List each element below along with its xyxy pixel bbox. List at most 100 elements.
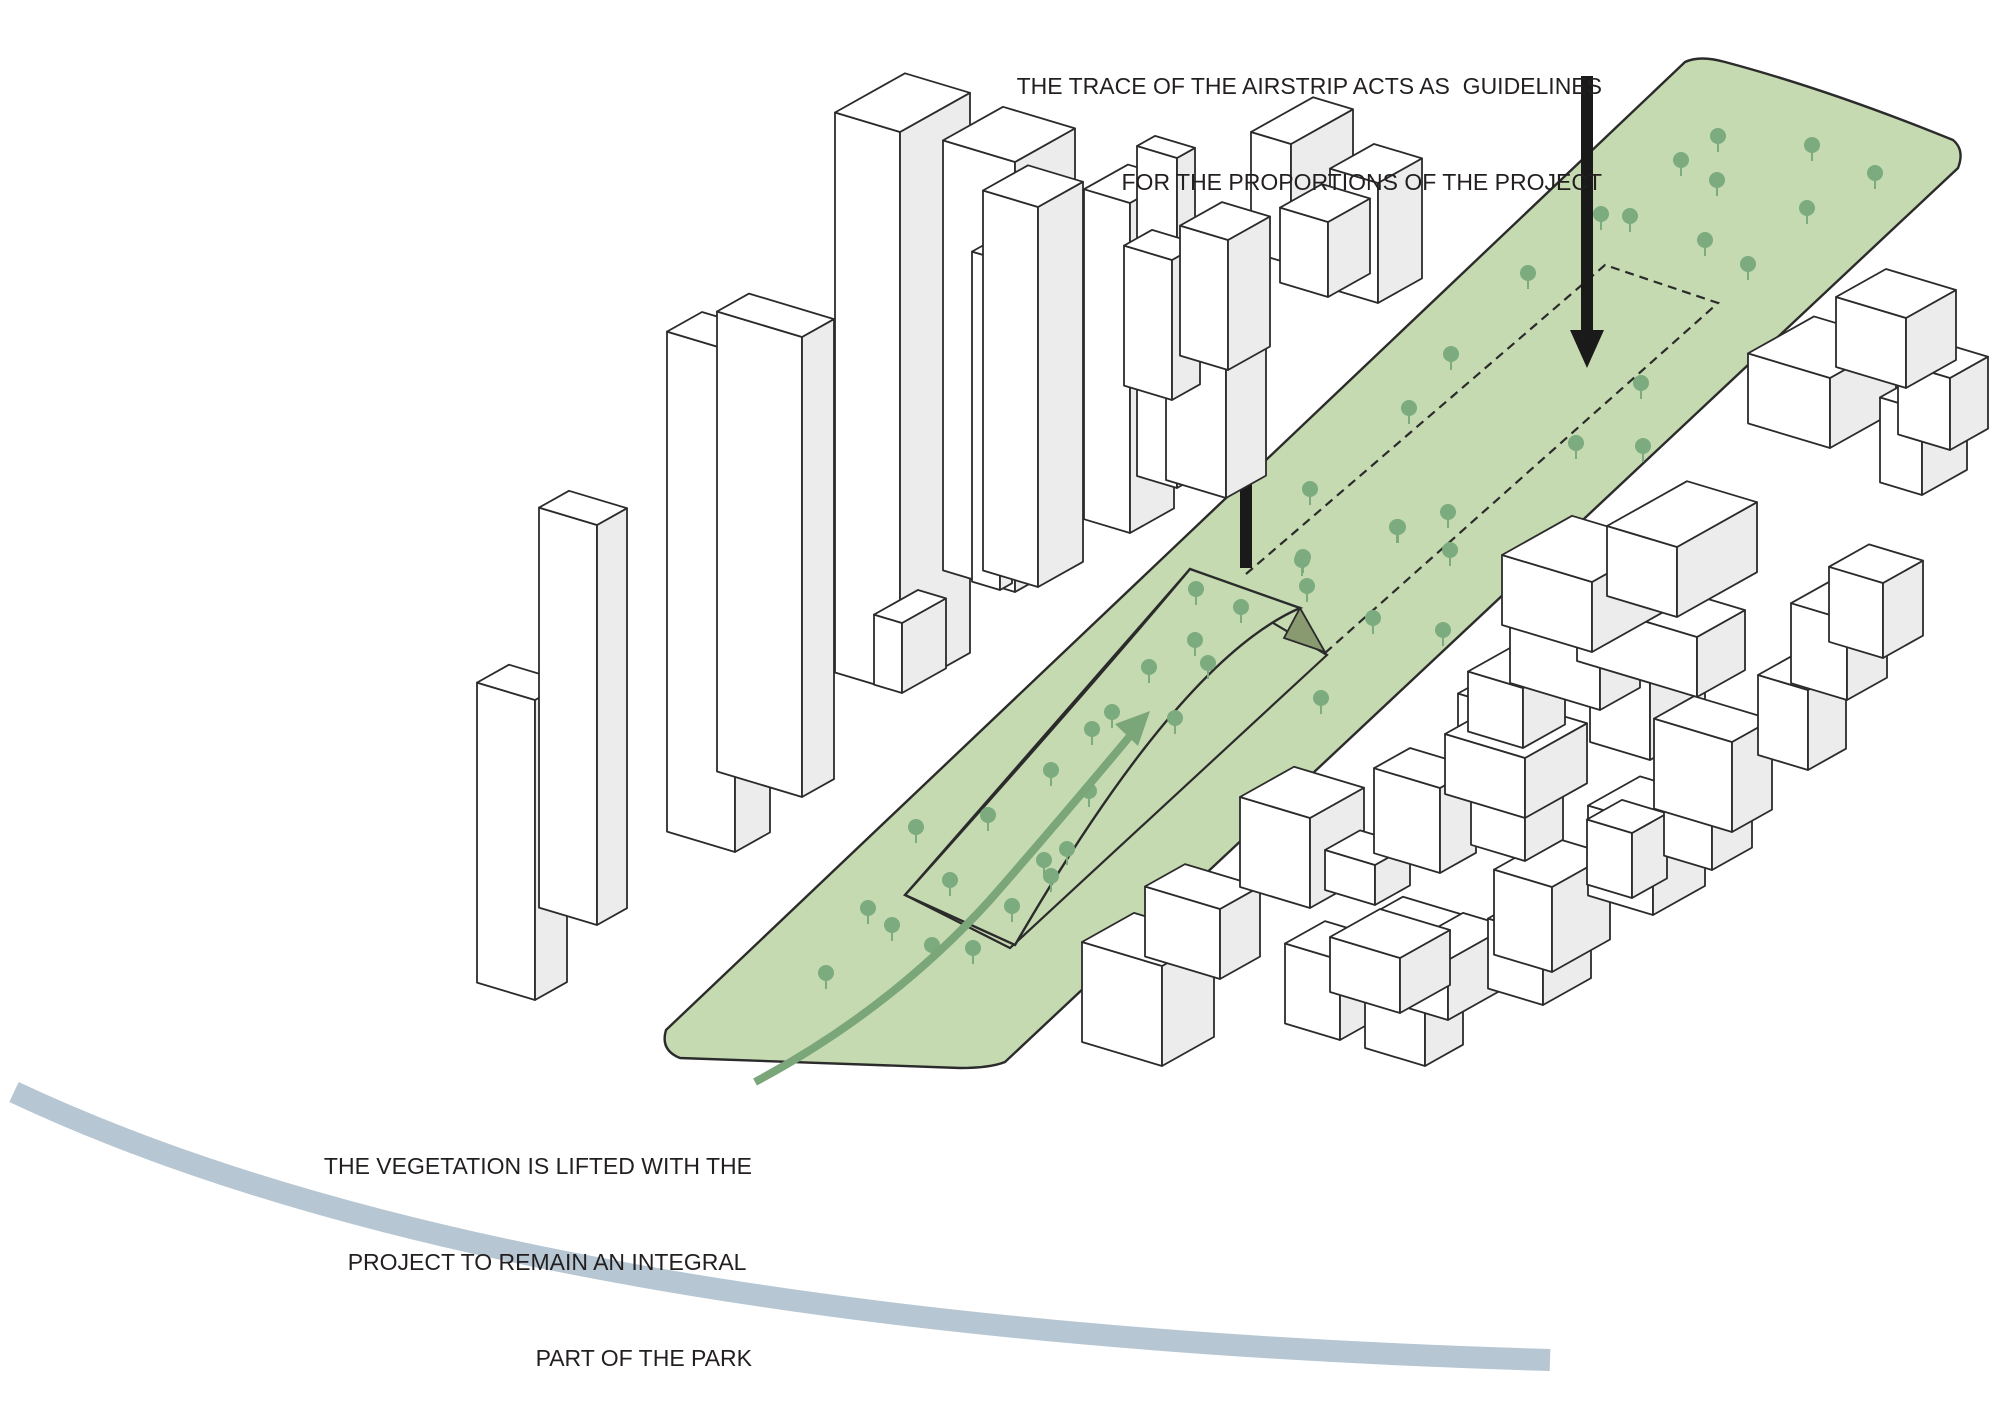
tree-icon [1867, 165, 1883, 189]
tree-icon [1313, 690, 1329, 714]
tree-icon [1568, 435, 1584, 459]
tree-icon [1390, 519, 1406, 543]
tree-icon [1059, 841, 1075, 865]
tree-icon [1200, 655, 1216, 679]
tree-icon [965, 940, 981, 964]
vegetation-annotation-line-2: PROJECT TO REMAIN AN INTEGRAL [347, 1249, 752, 1275]
tree-icon [942, 872, 958, 896]
building-block [1179, 201, 1271, 371]
buildings [476, 72, 1989, 1067]
lift-arrow-head [1115, 711, 1150, 746]
airstrip-annotation: THE TRACE OF THE AIRSTRIP ACTS AS GUIDEL… [1000, 6, 1602, 230]
building-face-left [873, 613, 903, 694]
building-roof [1279, 183, 1371, 223]
building-roof [1250, 96, 1354, 145]
building-block [1279, 183, 1371, 298]
building-block [1329, 908, 1451, 1014]
tree-icon [1520, 265, 1536, 289]
tree-icon [1740, 256, 1756, 280]
tree-icon [1673, 152, 1689, 176]
building-block [1586, 799, 1668, 899]
tree-icon [818, 965, 834, 989]
arrow-down-icon-shaft [1581, 76, 1593, 332]
building-roof [1329, 908, 1451, 959]
tree-icon [1697, 232, 1713, 256]
tree-icon [1633, 375, 1649, 399]
tree-icon [1233, 599, 1249, 623]
tree-icon [1709, 172, 1725, 196]
building-roof [834, 72, 971, 133]
tree-icon [1440, 504, 1456, 528]
building-roof [1835, 268, 1957, 319]
building-face-right [596, 507, 628, 926]
tree-icon [1104, 704, 1120, 728]
vegetation-annotation: THE VEGETATION IS LIFTED WITH THE PROJEC… [300, 1086, 752, 1406]
tree-icon [908, 819, 924, 843]
tree-icon [1365, 610, 1381, 634]
lifted-fold-shadow [1282, 606, 1327, 654]
tree-icon [1593, 206, 1609, 230]
tree-icon [980, 807, 996, 831]
tree-icon [1401, 400, 1417, 424]
building-face-left [1757, 674, 1809, 771]
tree-icon [1043, 762, 1059, 786]
building-face-right [801, 318, 835, 798]
tree-icon [1435, 622, 1451, 646]
tree-icon [1443, 346, 1459, 370]
project-trace-dashed [1245, 263, 1721, 654]
building-face-right [1037, 180, 1084, 588]
building-block [1493, 836, 1611, 973]
building-roof [873, 589, 947, 624]
vegetation-annotation-line-1: THE VEGETATION IS LIFTED WITH THE [323, 1153, 752, 1179]
tree-icon [1188, 581, 1204, 605]
tree-icon [1710, 128, 1726, 152]
building-block [1835, 268, 1957, 389]
trees [818, 128, 1883, 989]
building-block [716, 292, 835, 798]
building-roof [1179, 201, 1271, 241]
arrow-down-icon [1570, 330, 1604, 368]
building-roof [942, 105, 1076, 163]
tree-icon [1622, 208, 1638, 232]
tree-icon [1295, 549, 1311, 573]
tree-icon [1299, 578, 1315, 602]
tree-icon [1187, 632, 1203, 656]
building-block [538, 489, 628, 926]
building-face-left [476, 681, 536, 1001]
building-block [982, 164, 1084, 588]
tree-icon [1635, 438, 1651, 462]
tree-icon [1302, 481, 1318, 505]
building-face-left [982, 189, 1039, 588]
building-roof [1828, 543, 1924, 584]
airstrip-annotation-line-2: FOR THE PROPORTIONS OF THE PROJECT [1121, 169, 1603, 195]
building-block [1144, 863, 1261, 980]
tree-icon [1043, 868, 1059, 892]
tree-icon [1004, 898, 1020, 922]
building-block [1653, 695, 1773, 833]
building-face-left [1179, 224, 1229, 371]
building-face-left [716, 310, 803, 798]
building-face-left [538, 506, 598, 926]
tree-icon [1084, 721, 1100, 745]
tree-icon [884, 917, 900, 941]
tree-icon [1141, 659, 1157, 683]
building-roof [1606, 480, 1758, 548]
building-roof [982, 164, 1084, 208]
tree-icon [1442, 542, 1458, 566]
building-roof [1136, 135, 1196, 159]
river-band [9, 1082, 1551, 1371]
airstrip-annotation-line-1: THE TRACE OF THE AIRSTRIP ACTS AS GUIDEL… [1016, 73, 1602, 99]
building-block [1828, 543, 1924, 659]
tree-icon [1167, 710, 1183, 734]
tree-icon [1804, 137, 1820, 161]
building-block [1606, 480, 1758, 618]
building-roof [1329, 143, 1423, 184]
tree-icon [860, 900, 876, 924]
building-face-right [1227, 215, 1271, 371]
building-block [873, 589, 947, 694]
tree-icon [1799, 200, 1815, 224]
vegetation-annotation-line-3: PART OF THE PARK [535, 1345, 752, 1371]
building-roof [538, 489, 628, 526]
building-roof [1239, 765, 1365, 819]
